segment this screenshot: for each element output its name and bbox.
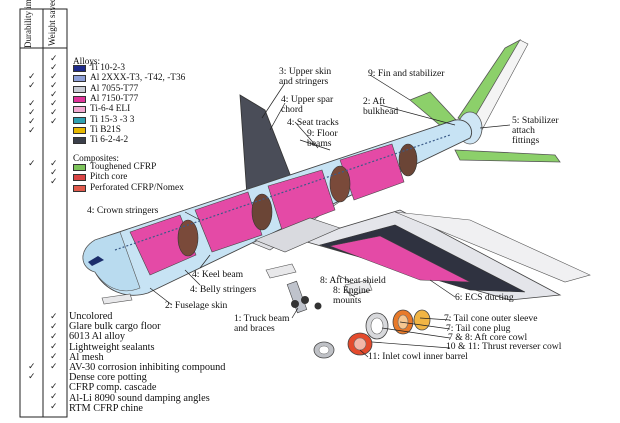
durability-check-icon: ✓ (28, 361, 36, 371)
material-list-item: Lightweight sealants (69, 341, 155, 353)
alloy-row: Ti 6-2-4-2 (73, 135, 129, 146)
weight-check-icon: ✓ (50, 98, 58, 108)
composite-row: Pitch core (73, 173, 127, 182)
durability-check-icon: ✓ (28, 98, 36, 108)
callout-aft-core-cowl: 7 & 8: Aft core cowl (448, 332, 528, 343)
weight-check-icon: ✓ (50, 311, 58, 321)
weight-check-icon: ✓ (50, 401, 58, 411)
composite-swatch (73, 164, 86, 171)
alloy-swatch (73, 116, 86, 124)
alloy-swatch (73, 106, 86, 114)
callout-tail-cone-plug: 7: Tail cone plug (446, 323, 511, 334)
alloy-label: Al 7150-T77 (90, 93, 139, 104)
callout-fin-stabilizer: 9: Fin and stabilizer (368, 68, 445, 79)
callout-ecs-ducting: 6: ECS ducting (455, 292, 514, 303)
composite-row: Perforated CFRP/Nomex (73, 182, 184, 193)
alloy-swatch (73, 65, 86, 72)
weight-check-icon: ✓ (50, 158, 58, 168)
callout-floor-beams: 9: Floor beams (307, 128, 338, 149)
alloy-swatch (73, 95, 86, 103)
weight-check-icon: ✓ (50, 351, 58, 361)
material-list-item: Dense core potting (69, 372, 147, 384)
callout-upper-skin: 3: Upper skin and stringers (279, 66, 332, 87)
alloy-label: Al 7055-T77 (90, 83, 139, 94)
material-list-item: CFRP comp. cascade (69, 382, 157, 394)
weight-check-icon: ✓ (50, 391, 58, 401)
durability-check-icon: ✓ (28, 158, 36, 168)
weight-check-icon: ✓ (50, 331, 58, 341)
durability-check-icon: ✓ (28, 125, 36, 135)
composite-swatch (73, 174, 86, 182)
alloy-row: Ti 10-2-3 (73, 63, 126, 73)
durability-check-icon: ✓ (28, 116, 36, 126)
durability-check-icon: ✓ (28, 107, 36, 117)
callout-seat-tracks: 4: Seat tracks (287, 117, 339, 128)
material-list-item: 6013 Al alloy (69, 331, 126, 343)
material-list-item: Uncolored (69, 311, 113, 322)
callout-belly-stringers: 4: Belly stringers (190, 284, 257, 295)
weight-check-icon: ✓ (50, 321, 58, 331)
weight-check-icon: ✓ (50, 116, 58, 126)
callout-tail-cone-outer-sleeve: 7: Tail cone outer sleeve (444, 313, 538, 324)
callout-aft-heat-shield: 8: Aft heat shield (320, 275, 386, 286)
weight-check-icon: ✓ (50, 89, 58, 99)
alloy-label: Ti 10-2-3 (90, 63, 126, 73)
callout-fuselage-skin: 2: Fuselage skin (165, 300, 228, 311)
weight-check-icon: ✓ (50, 167, 58, 177)
alloy-row: Ti-6-4 ELI (73, 105, 130, 114)
callout-inlet-cowl: 11: Inlet cowl inner barrel (368, 351, 468, 362)
weight-check-icon: ✓ (50, 341, 58, 351)
callout-thrust-reverser: 10 & 11: Thrust reverser cowl (446, 341, 562, 352)
composite-label: Toughened CFRP (90, 162, 157, 172)
alloys-heading: Alloys: (73, 56, 101, 66)
callout-stabilizer-fittings: 5: Stabilizer attach fittings (512, 115, 559, 146)
alloy-swatch (73, 75, 86, 83)
material-list-item: Al-Li 8090 sound damping angles (69, 392, 210, 404)
durability-check-icon: ✓ (28, 80, 36, 90)
alloy-row: Al 2XXX-T3, -T42, -T36 (73, 74, 185, 83)
weight-check-icon: ✓ (50, 53, 58, 63)
alloy-label: Al 2XXX-T3, -T42, -T36 (90, 73, 186, 84)
weight-check-icon: ✓ (50, 71, 58, 81)
durability-check-icon: ✓ (28, 371, 36, 381)
material-list-item: RTM CFRP chine (69, 402, 143, 414)
weight-check-icon: ✓ (50, 62, 58, 72)
weight-check-icon: ✓ (50, 107, 58, 117)
callout-engine-mounts: 8: Engine mounts (333, 285, 371, 306)
alloy-label: Ti-6-4 ELI (90, 104, 131, 115)
callout-keel-beam: 4: Keel beam (192, 269, 244, 280)
alloy-swatch (73, 85, 86, 93)
alloy-row: Al 7055-T77 (73, 83, 139, 94)
alloy-row: Al 7150-T77 (73, 93, 139, 104)
composite-label: Pitch core (90, 172, 128, 183)
composite-row: Toughened CFRP (73, 162, 157, 172)
composite-label: Perforated CFRP/Nomex (90, 182, 184, 193)
material-list-item: AV-30 corrosion inhibiting compound (69, 362, 226, 373)
durability-check-icon: ✓ (28, 71, 36, 81)
composites-heading: Composites: (73, 153, 119, 163)
callout-upper-spar-chord: 4: Upper spar chord (281, 94, 334, 115)
alloy-label: Ti B21S (90, 124, 121, 135)
weight-check-icon: ✓ (50, 80, 58, 90)
composite-swatch (73, 184, 86, 192)
weight-check-icon: ✓ (50, 381, 58, 391)
callout-aft-bulkhead: 2: Aft bulkhead (363, 96, 399, 117)
material-list-item: Al mesh (69, 351, 104, 363)
alloy-row: Ti B21S (73, 124, 121, 135)
callout-truck-beam: 1: Truck beam and braces (234, 313, 290, 334)
weight-check-icon: ✓ (50, 361, 58, 371)
weight-check-icon: ✓ (50, 176, 58, 186)
alloy-swatch (73, 137, 86, 145)
alloy-swatch (73, 126, 86, 134)
callout-crown-stringers: 4: Crown stringers (87, 205, 159, 216)
alloy-row: Ti 15-3 -3 3 (73, 114, 135, 125)
alloy-label: Ti 6-2-4-2 (90, 135, 129, 146)
material-list-item: Glare bulk cargo floor (69, 321, 161, 333)
alloy-label: Ti 15-3 -3 3 (90, 114, 135, 125)
